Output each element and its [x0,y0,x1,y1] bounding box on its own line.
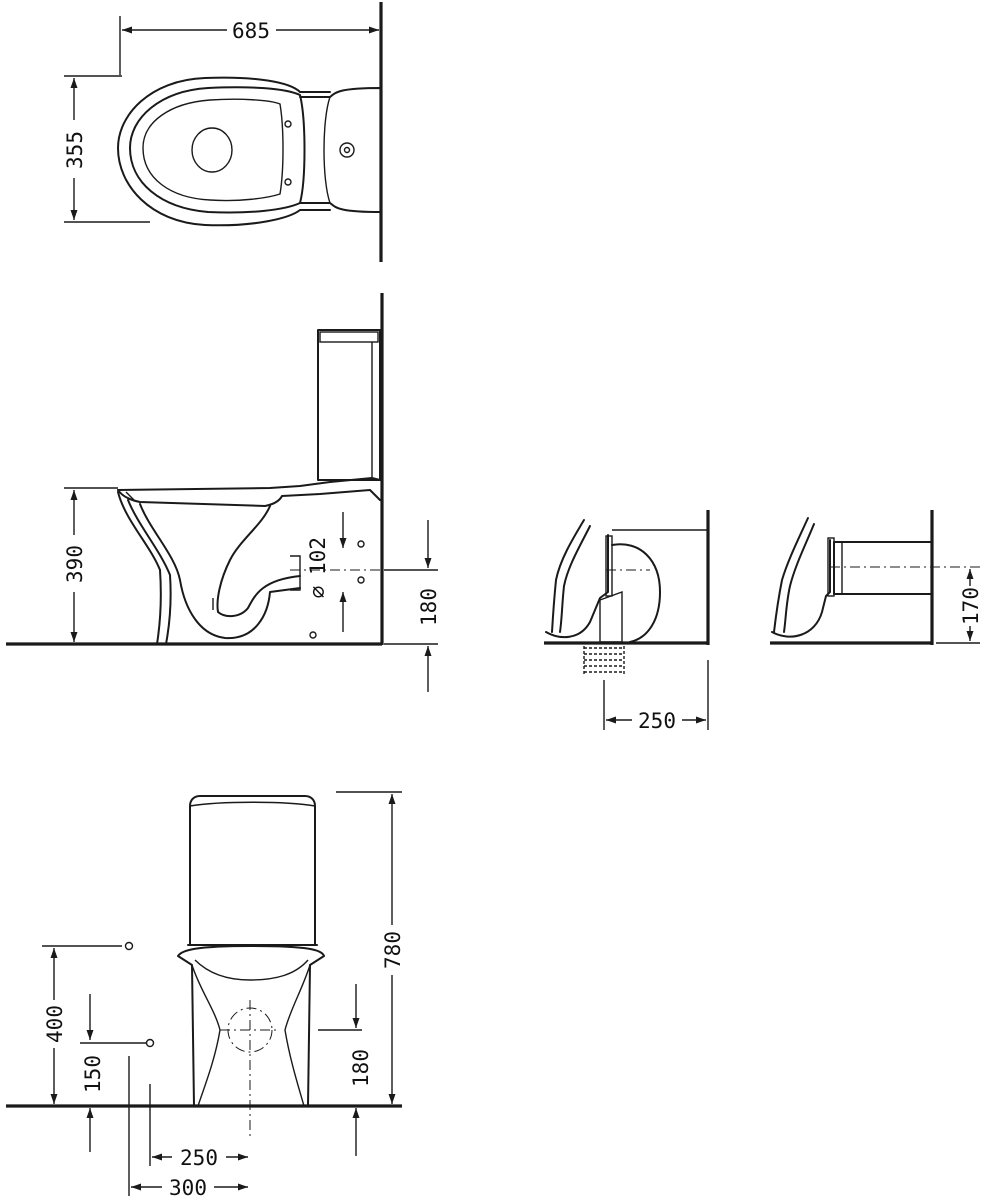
side-bowl-front-inner [127,499,172,645]
top-hinge-dot [284,178,292,186]
detail-bowl-front [551,519,585,633]
dim-outlet-diameter: 102 [306,537,330,575]
front-bowl [177,945,325,1107]
front-bowl-rim [194,959,309,981]
dim-fixing-low: 150 [81,1055,105,1093]
dim-top-width: 685 [232,19,270,43]
floor-outlet-detail: 250 [544,510,710,733]
side-cistern-lid [319,331,379,343]
diameter-symbol: ∅ [306,586,330,599]
detail-connector [611,543,661,643]
top-bowl-hole [191,127,233,173]
fixing-dot [357,576,365,584]
dim-front-offset-300: 300 [169,1176,207,1200]
detail2-bowl-front-inner [783,523,815,633]
wall-outlet-detail: 170 [770,510,983,645]
fixing-dot [145,1038,155,1048]
detail-outlet-body [599,591,623,643]
detail-bowl-front-inner [559,525,591,633]
dim-outlet-height: 180 [417,588,441,626]
dim-floor-outlet: 250 [638,709,676,733]
top-view: 685 355 [63,2,383,262]
side-bowl-front [117,491,162,645]
side-cistern [317,329,381,481]
floor-pipe [583,646,625,676]
top-cistern [299,87,382,213]
fixing-dot [357,540,365,548]
side-seat-lip [125,491,135,501]
dim-top-depth: 355 [63,131,87,169]
side-seat-bottom [117,489,381,507]
wall-pipe [833,541,933,595]
front-bowl-curve-left [191,964,221,1107]
side-seat-top [117,477,381,491]
detail-trap [545,534,609,639]
dim-total-height: 780 [381,931,405,969]
top-cistern-edge [323,96,331,204]
top-seat [129,86,306,214]
side-view: 102 ∅ 390 180 [6,293,441,692]
front-bowl-curve-right [284,964,311,1107]
top-hinge-dot [284,120,292,128]
front-cistern [189,795,316,946]
side-trap-inner [216,505,301,618]
flush-button-center [343,146,351,154]
top-seat-opening [142,98,284,202]
fixing-dot [124,941,134,951]
top-bowl-outline [117,76,331,227]
dim-wall-outlet-height: 170 [959,587,983,625]
front-cistern-lid [189,801,316,807]
detail2-trap [771,539,831,638]
fixing-dot [309,631,317,639]
side-outlet [290,555,301,591]
dim-front-offset-250: 250 [180,1146,218,1170]
dim-front-pipe-height: 180 [349,1049,373,1087]
detail2-bowl-front [773,517,809,633]
side-trap-outer [139,503,301,640]
dim-seat-height: 390 [63,545,87,583]
dim-fixing-height: 400 [43,1005,67,1043]
front-view: 780 180 400 150 250 300 [6,791,405,1200]
flush-button-icon [339,142,355,158]
